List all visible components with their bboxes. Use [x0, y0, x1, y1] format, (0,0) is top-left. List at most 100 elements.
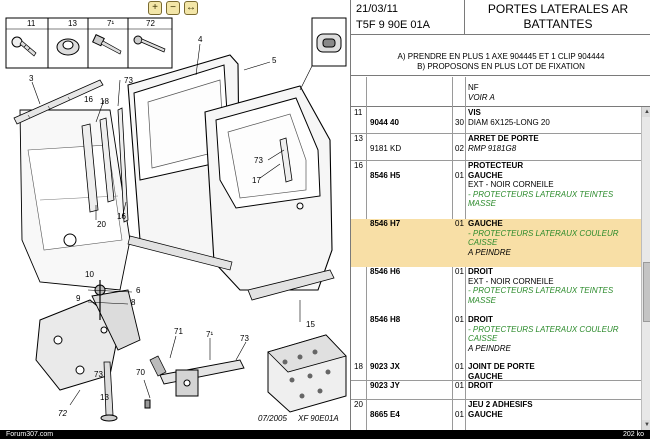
col-voir-label: VOIR A — [468, 93, 495, 102]
row-reference[interactable]: 8546 H5 — [370, 170, 401, 180]
col-nf-label: NF — [468, 83, 479, 92]
row-reference[interactable]: 9023 JX — [370, 362, 400, 371]
callout-16b[interactable]: 16 — [117, 212, 126, 221]
callout-7-1[interactable]: 7¹ — [206, 330, 214, 339]
callout-16a[interactable]: 16 — [84, 95, 93, 104]
description-line: A PEINDRE — [468, 247, 511, 257]
callout-4[interactable]: 4 — [198, 35, 203, 44]
long-bolt — [103, 361, 114, 416]
description-line: A PEINDRE — [468, 343, 511, 353]
description-line: EXT - NOIR CORNEILE — [468, 276, 554, 286]
notes-block: A) PRENDRE EN PLUS 1 AXE 904445 ET 1 CLI… — [351, 36, 650, 76]
callout-17[interactable]: 17 — [252, 176, 261, 185]
row-reference[interactable]: 8546 H6 — [370, 267, 401, 276]
note-a: A) PRENDRE EN PLUS 1 AXE 904445 ET 1 CLI… — [397, 52, 605, 61]
callout-5[interactable]: 5 — [272, 56, 277, 65]
row-quantity: 01 — [455, 315, 464, 324]
callout-10[interactable]: 10 — [85, 270, 94, 279]
description-line: GAUCHE — [468, 170, 503, 180]
catalog-date: 21/03/11 — [356, 3, 399, 15]
description-line: CAISSE — [468, 238, 498, 247]
row-reference[interactable]: 9023 JY — [370, 381, 400, 390]
zoom-toolbar: + − ↔ — [148, 1, 198, 15]
screw-thumb — [133, 35, 166, 53]
row-reference[interactable]: 8546 H8 — [370, 315, 401, 324]
row-reference[interactable]: 9044 40 — [370, 117, 399, 127]
hinge-assembly — [35, 280, 141, 391]
callout-73c[interactable]: 73 — [94, 370, 103, 379]
scroll-down-icon[interactable]: ▼ — [642, 420, 650, 430]
magnifier-fit-icon[interactable]: ↔ — [184, 1, 198, 15]
callout-73d[interactable]: 73 — [240, 334, 249, 343]
row-item-number: 13 — [354, 134, 363, 143]
row-reference[interactable]: 8665 E4 — [370, 409, 400, 419]
description-line: - PROTECTEURS LATERAUX COULEUR — [468, 324, 619, 334]
table-row[interactable]: 8546 H8 01 DROIT- PROTECTEURS LATERAUX COU… — [351, 315, 641, 362]
description-line: JEU 2 ADHESIFS — [468, 400, 533, 409]
description-line: RMP 9181G8 — [468, 143, 517, 153]
description-line: JOINT DE PORTE — [468, 362, 535, 371]
row-item-number: 20 — [354, 400, 363, 409]
callout-71[interactable]: 71 — [174, 327, 183, 336]
scrollbar-thumb[interactable] — [643, 262, 650, 322]
magnifier-minus-icon[interactable]: − — [166, 1, 180, 15]
callout-20[interactable]: 20 — [97, 220, 106, 229]
row-quantity: 01 — [455, 170, 464, 180]
thumb-label-11: 11 — [27, 19, 36, 28]
column-header: NF VOIR A — [351, 77, 650, 107]
callout-6[interactable]: 6 — [136, 286, 141, 295]
callout-70[interactable]: 70 — [136, 368, 145, 377]
screw-washer-thumb — [11, 36, 37, 57]
note-b: B) PROPOSONS EN PLUS LOT DE FIXATION — [417, 62, 585, 71]
protector-strip — [247, 269, 335, 301]
scroll-up-icon[interactable]: ▲ — [642, 107, 650, 117]
site-watermark: Forum307.com — [6, 431, 54, 438]
magnifier-plus-icon[interactable]: + — [148, 1, 162, 15]
row-item-number: 18 — [354, 362, 363, 371]
callout-13[interactable]: 13 — [100, 393, 109, 402]
description-line: GAUCHE — [468, 219, 503, 228]
description-line: ARRET DE PORTE — [468, 134, 539, 143]
clip-thumb — [311, 17, 347, 67]
callout-73b[interactable]: 73 — [254, 156, 263, 165]
callout-18[interactable]: 18 — [100, 97, 109, 106]
vertical-scrollbar[interactable]: ▲ ▼ — [641, 107, 650, 430]
callout-72[interactable]: 72 — [58, 409, 67, 418]
callout-3[interactable]: 3 — [29, 74, 34, 83]
grommet-thumb — [56, 38, 80, 56]
description-line: - PROTECTEURS LATERAUX TEINTES — [468, 189, 614, 199]
callout-9[interactable]: 9 — [76, 294, 81, 303]
callout-15[interactable]: 15 — [306, 320, 315, 329]
row-quantity: 01 — [455, 267, 464, 276]
row-quantity: 01 — [455, 219, 464, 228]
row-item-number: 16 — [354, 161, 363, 170]
table-row[interactable]: 8546 H7 01 GAUCHE- PROTECTEURS LATERAUX CO… — [351, 219, 641, 267]
callout-8[interactable]: 8 — [131, 298, 136, 307]
description-line: CAISSE — [468, 334, 498, 343]
row-quantity: 01 — [455, 409, 464, 419]
description-line: DROIT — [468, 267, 493, 276]
row-quantity: 01 — [455, 362, 464, 371]
file-size: 202 ko — [622, 431, 644, 438]
row-reference[interactable]: 9181 KD — [370, 143, 402, 153]
exploded-parts-diagram: + − ↔ 11 13 7¹ 72 3 4 5 6 8 9 10 13 15 1… — [5, 1, 347, 423]
callout-73a[interactable]: 73 — [124, 76, 133, 85]
description-line: GAUCHE — [468, 409, 503, 419]
description-line: - PROTECTEURS LATERAUX TEINTES — [468, 286, 614, 295]
description-line: EXT - NOIR CORNEILE — [468, 180, 554, 189]
row-reference[interactable]: 8546 H7 — [370, 219, 401, 228]
